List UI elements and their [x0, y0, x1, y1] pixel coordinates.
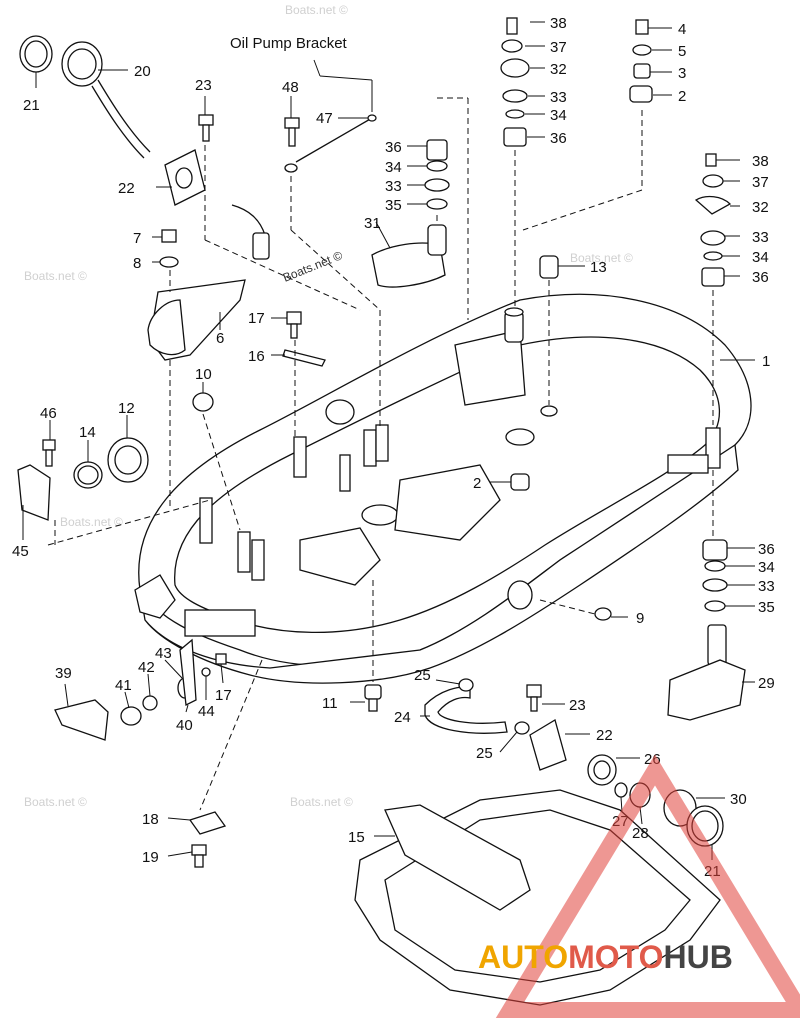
- callout-label: 32: [550, 61, 567, 78]
- watermark-text: Boats.net ©: [570, 251, 633, 265]
- callout-label: 46: [40, 405, 57, 422]
- callout-label: 36: [385, 139, 402, 156]
- logo-text-hub: HUB: [663, 939, 732, 975]
- callout-label: 40: [176, 717, 193, 734]
- callout-label: 32: [752, 199, 769, 216]
- callout-label: 12: [118, 400, 135, 417]
- callout-label: 10: [195, 366, 212, 383]
- callout-label: 4: [678, 21, 686, 38]
- callout-label: 19: [142, 849, 159, 866]
- callout-label: 5: [678, 43, 686, 60]
- diagram-title: Oil Pump Bracket: [230, 35, 348, 52]
- callout-label: 17: [215, 687, 232, 704]
- logo-text-moto: MOTO: [568, 939, 663, 975]
- callout-label: 48: [282, 79, 299, 96]
- callout-label: 21: [23, 97, 40, 114]
- callout-label: 16: [248, 348, 265, 365]
- callout-label: 34: [385, 159, 402, 176]
- watermark-text: Boats.net ©: [290, 795, 353, 809]
- callout-label: 14: [79, 424, 96, 441]
- callout-label: 11: [322, 695, 338, 712]
- callout-label: 17: [248, 310, 265, 327]
- leader-lines: [22, 21, 755, 860]
- callout-label: 35: [758, 599, 775, 616]
- callout-label: 33: [758, 578, 775, 595]
- callout-label: 36: [758, 541, 775, 558]
- callout-label: 34: [550, 107, 567, 124]
- callout-label: 23: [195, 77, 212, 94]
- watermark-text: Boats.net ©: [24, 795, 87, 809]
- callout-label: 6: [216, 330, 224, 347]
- svg-text:AUTOMOTOHUB: AUTOMOTOHUB: [478, 939, 733, 975]
- callout-label: 39: [55, 665, 72, 682]
- callout-label: 34: [758, 559, 775, 576]
- callout-label: 13: [590, 259, 607, 276]
- callout-label: 44: [198, 703, 215, 720]
- callout-label: 43: [155, 645, 172, 662]
- callout-label: 25: [476, 745, 493, 762]
- callout-label: 38: [550, 15, 567, 32]
- callout-label: 20: [134, 63, 151, 80]
- callout-label: 23: [569, 697, 586, 714]
- callout-label: 31: [364, 215, 381, 232]
- callout-label: 3: [678, 65, 686, 82]
- callout-label: 41: [115, 677, 132, 694]
- watermark-text: Boats.net ©: [281, 248, 345, 285]
- callout-label: 38: [752, 153, 769, 170]
- callout-label: 37: [752, 174, 769, 191]
- callout-label: 22: [596, 727, 613, 744]
- callout-label: 37: [550, 39, 567, 56]
- callout-label: 33: [385, 178, 402, 195]
- callout-label: 1: [762, 353, 770, 370]
- watermark-text: Boats.net ©: [60, 515, 123, 529]
- bottom-cowling: [134, 293, 752, 684]
- logo-triangle-icon: [495, 754, 800, 1018]
- part-shapes: [17, 17, 746, 1006]
- callout-label: 2: [473, 475, 481, 492]
- callout-label: 22: [118, 180, 135, 197]
- callout-labels: 21 20 23 48 47 22 7 8 6 17 16 10 12 14 4…: [12, 15, 775, 880]
- callout-label: 7: [133, 230, 141, 247]
- callout-label: 36: [550, 130, 567, 147]
- callout-label: 36: [752, 269, 769, 286]
- callout-label: 18: [142, 811, 159, 828]
- callout-label: 25: [414, 667, 431, 684]
- callout-label: 2: [678, 88, 686, 105]
- watermark-text: Boats.net ©: [285, 3, 348, 17]
- callout-label: 34: [752, 249, 769, 266]
- callout-label: 35: [385, 197, 402, 214]
- callout-label: 45: [12, 543, 29, 560]
- callout-label: 30: [730, 791, 747, 808]
- callout-label: 33: [752, 229, 769, 246]
- callout-label: 8: [133, 255, 141, 272]
- brand-logo: AUTOMOTOHUB: [478, 754, 800, 1018]
- callout-label: 15: [348, 829, 365, 846]
- callout-label: 24: [394, 709, 411, 726]
- callout-label: 28: [632, 825, 649, 842]
- callout-label: 33: [550, 89, 567, 106]
- watermark-text: Boats.net ©: [24, 269, 87, 283]
- callout-label: 47: [316, 110, 333, 127]
- callout-label: 9: [636, 610, 644, 627]
- callout-label: 29: [758, 675, 775, 692]
- callout-label: 42: [138, 659, 155, 676]
- logo-text-auto: AUTO: [478, 939, 568, 975]
